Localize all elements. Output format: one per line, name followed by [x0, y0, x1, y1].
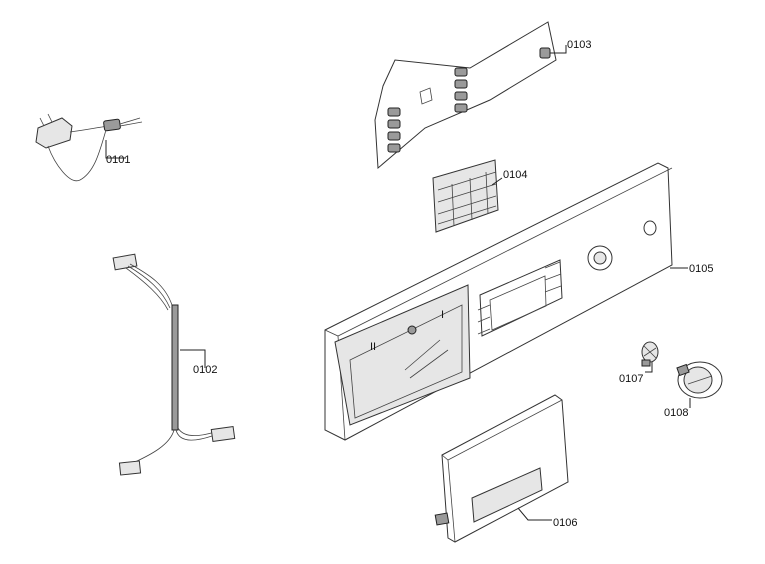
- callout-0103: 0103: [567, 39, 591, 51]
- callout-0104-leader: [491, 177, 503, 186]
- dispenser-opening: [334, 284, 471, 426]
- drawer-handle-recess: [471, 467, 543, 523]
- wire-harness-part: [112, 253, 236, 476]
- callout-0104: 0104: [503, 169, 527, 181]
- softener-knob-icon: [407, 325, 417, 335]
- callout-0108: 0108: [664, 407, 688, 419]
- callout-0107: 0107: [619, 373, 643, 385]
- display-window: [479, 259, 563, 337]
- callout-0102: 0102: [193, 364, 217, 376]
- power-cord-part: [35, 113, 143, 182]
- compartment-i-mark: I: [441, 309, 444, 321]
- callout-0107-leader: [645, 362, 653, 373]
- callout-0102-leader: [180, 349, 206, 368]
- switch-block-part: [432, 159, 499, 233]
- compartment-ii-mark: II: [370, 341, 376, 353]
- push-button-part: [641, 341, 659, 367]
- control-panel-part: II I: [324, 162, 673, 441]
- callout-0106: 0106: [553, 517, 577, 529]
- callout-0103-leader: [550, 45, 567, 54]
- circuit-board-part: [374, 21, 557, 170]
- callout-0106-leader: [517, 507, 552, 521]
- callout-0101: 0101: [106, 154, 130, 166]
- button-hole: [643, 220, 657, 236]
- dispenser-drawer-front-part: [434, 394, 569, 543]
- callout-0101-leader: [105, 140, 126, 159]
- callout-0105: 0105: [689, 263, 713, 275]
- program-knob-part: [676, 361, 723, 399]
